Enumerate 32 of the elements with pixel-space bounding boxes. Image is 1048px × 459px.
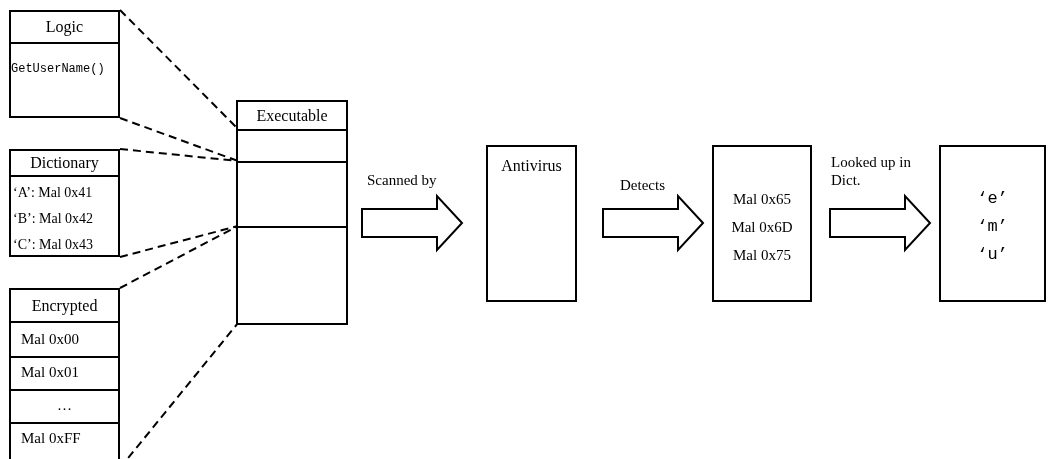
box-text: Mal 0xFF xyxy=(20,430,81,447)
box-heading: Dictionary xyxy=(30,154,99,172)
box-text: … xyxy=(57,397,72,414)
code-text: ‘u’ xyxy=(977,244,1008,264)
box-text: Mal 0x75 xyxy=(733,246,791,264)
process-box xyxy=(486,145,577,302)
block-arrow xyxy=(602,193,705,253)
code-text: ‘m’ xyxy=(977,216,1008,236)
result-box xyxy=(712,145,812,302)
result-box xyxy=(939,145,1046,302)
dashed-connector xyxy=(119,225,239,289)
box-text: Mal 0x01 xyxy=(20,364,79,381)
box-text: ‘B’: Mal 0x42 xyxy=(12,211,94,227)
box-text: ‘C’: Mal 0x43 xyxy=(12,237,94,253)
dashed-connector xyxy=(119,117,239,162)
code-text: ‘e’ xyxy=(977,188,1008,208)
box-text: Mal 0x6D xyxy=(731,218,793,236)
dashed-connector xyxy=(119,9,239,130)
block-arrow xyxy=(361,193,464,253)
class-box xyxy=(9,149,120,257)
box-text: Mal 0x00 xyxy=(20,331,79,348)
box-text: Mal 0x65 xyxy=(733,190,791,208)
box-text: Executable xyxy=(256,106,328,125)
class-box xyxy=(9,288,120,459)
executable-box xyxy=(236,100,348,325)
class-box xyxy=(9,10,120,118)
box-text: ‘A’: Mal 0x41 xyxy=(12,185,93,201)
code-text: GetUserName() xyxy=(11,62,105,76)
box-text: Antivirus xyxy=(501,157,562,175)
box-heading: Logic xyxy=(45,18,84,36)
box-heading: Encrypted xyxy=(31,296,98,315)
block-arrow xyxy=(829,193,932,253)
